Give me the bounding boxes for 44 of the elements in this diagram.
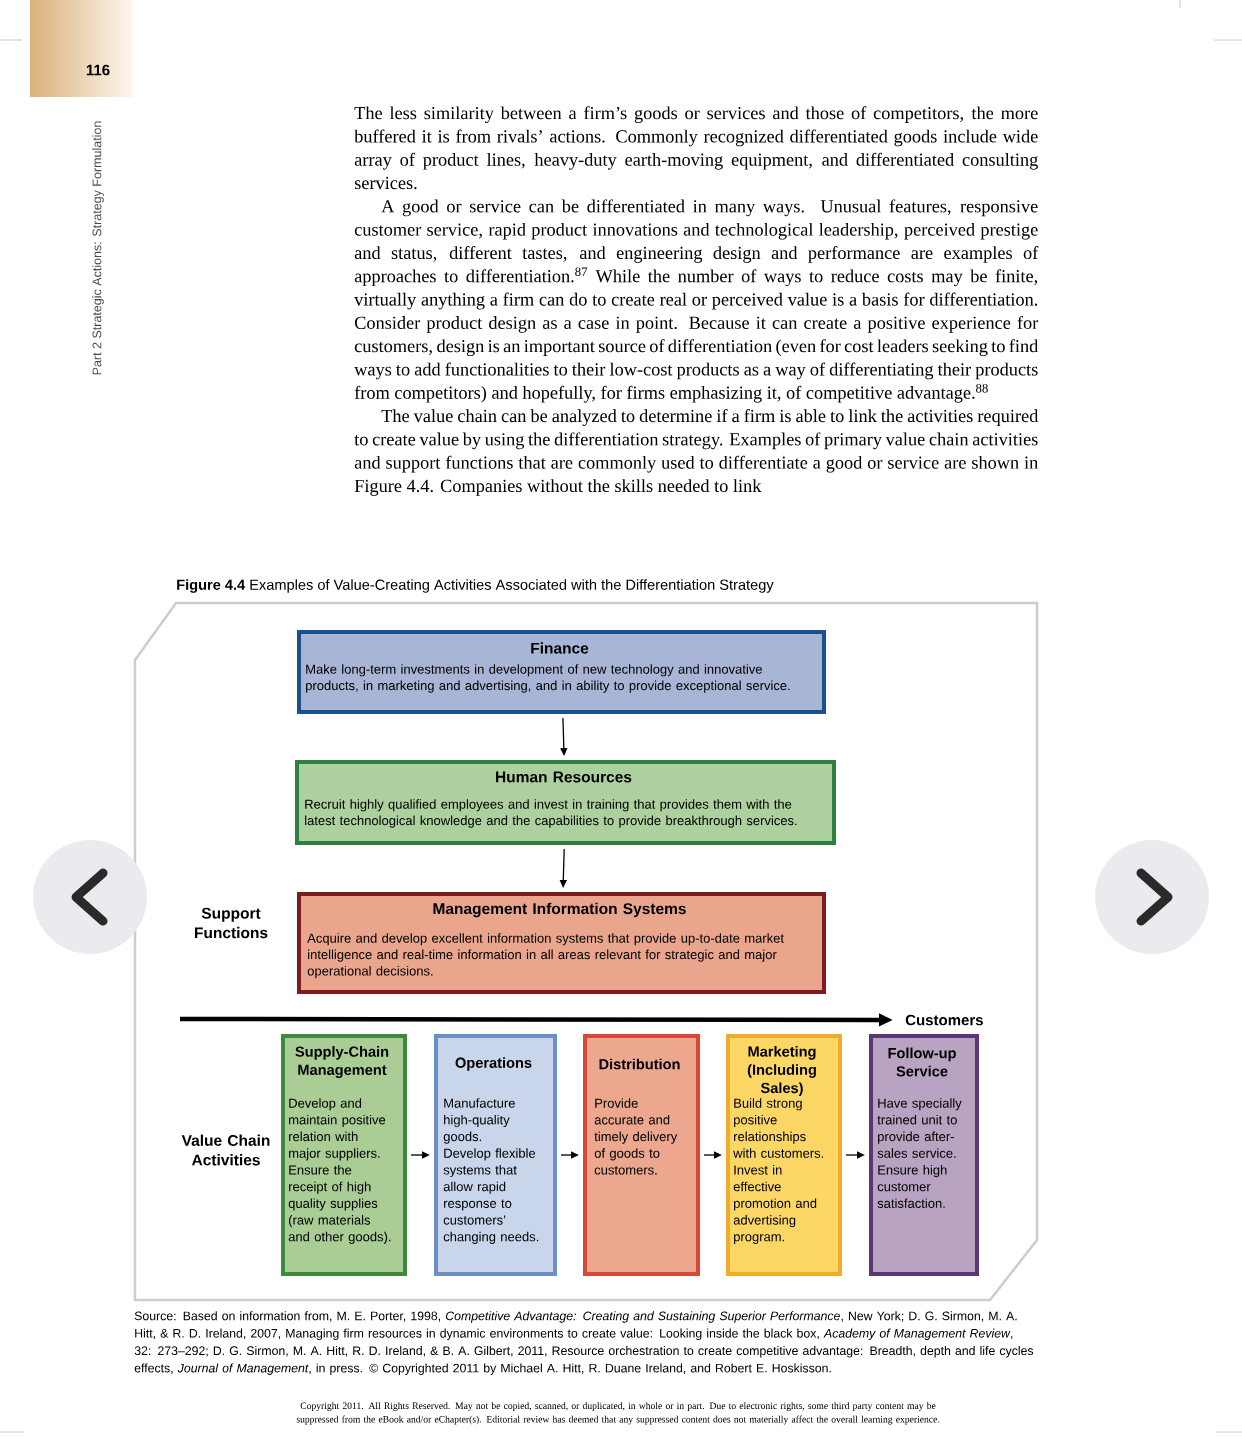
box-text: Recruit highly qualified employees and invest in training that provides them with the latest technological knowledge and the capabilities to provide breakthrough services.: [305, 799, 797, 828]
activity-box: [281, 1034, 407, 1276]
function-box: [297, 630, 826, 714]
function-box: [297, 892, 826, 994]
box-text: Ensure the receipt of high quality supplies (raw materials and other goods).: [288, 1165, 391, 1244]
box-heading: Supply-Chain Management: [295, 1046, 389, 1078]
page-number: 116: [86, 64, 110, 76]
group-label: Support Functions: [195, 907, 268, 939]
end-label: Customers: [905, 1014, 983, 1026]
arrow: [410, 1151, 430, 1159]
box-text: Make long-term investments in development of new technology and innovative products, in marketing and advertising, and in ability to provide exceptional service.: [306, 664, 790, 693]
running-head: Part 2 Strategic Actions: Strategy Formulation: [92, 121, 104, 375]
box-text: Provide accurate and timely delivery of goods to customers.: [594, 1098, 678, 1175]
box-heading: Finance: [531, 642, 589, 654]
box-text: Manufacture high-quality goods.: [443, 1098, 515, 1144]
body-paragraph: The less similarity between a firm’s goods or services and those of competitors, the more buffered it is from rivals’ actions. Commonly recognized differentiated goods include wide array of product lines, heavy-duty earth-moving equipment, and differentiated consulting services.: [354, 106, 1038, 190]
copyright-notice: Copyright 2011. All Rights Reserved. May not be copied, scanned, or duplicated, in whole or in part. Due to electronic rights, some third party content may be suppressed from the eBook and/or eChapter(s). Editorial review has deemed that any suppressed content does not materially affect the overall learning experience.: [296, 1402, 940, 1425]
box-text: Acquire and develop excellent information systems that provide up-to-date market intelligence and real-time information in all areas relevant for strategic and major operational decisions.: [307, 933, 784, 979]
box-text: Build strong positive relationships with customers.: [733, 1098, 824, 1158]
arrow: [559, 848, 567, 888]
box-heading: Marketing (Including Sales): [747, 1046, 816, 1096]
arrow: [560, 1151, 579, 1159]
activity-box: [869, 1034, 979, 1276]
box-text: Develop flexible systems that allow rapid response to customers’ changing needs.: [443, 1148, 539, 1244]
figure-title: Figure 4.4 Examples of Value-Creating Activities Associated with the Differentiation Strategy: [177, 579, 774, 593]
activity-box: [434, 1034, 557, 1276]
arrow: [703, 1151, 722, 1159]
box-heading: Follow-up Service: [888, 1047, 956, 1077]
box-heading: Operations: [455, 1057, 532, 1071]
box-text: Have specially trained unit to provide after-sales service.: [877, 1098, 962, 1158]
arrow: [845, 1151, 865, 1159]
body-paragraph: The value chain can be analyzed to determine if a firm is able to link the activities required to create value by using the differentiation strategy. Examples of primary value chain activities and support functions that are commonly used to differentiate a good or service are shown in Figure 4.4. Companies without the skills needed to link: [354, 409, 1039, 496]
activity-box: [583, 1034, 700, 1276]
box-text: Invest in effective promotion and advertising program.: [733, 1165, 817, 1244]
activity-box: [726, 1034, 842, 1276]
box-heading: Management Information Systems: [433, 902, 686, 918]
body-paragraph: A good or service can be differentiated in many ways. Unusual features, responsive customer service, rapid product innovations and technological leadership, perceived prestige and status, different tastes, and engineering design and performance are examples of approaches to differentiation.$^{87}$ While the number of ways to reduce costs may be finite, virtually anything a firm can do to create real or perceived value is a basis for differentiation. Consider product design as a case in point. Because it can create a positive experience for customers, design is an important source of differentiation (even for cost leaders seeking to find ways to add functionalities to their low-cost products as a way of differentiating their products from competitors) and hopefully, for firms emphasizing it, of competitive advantage.$^{88}$: [354, 199, 1039, 403]
function-box: [295, 760, 836, 845]
arrow: [560, 717, 568, 756]
box-text: Ensure high customer satisfaction.: [877, 1165, 947, 1208]
source-note: Source: Based on information from, M. E. Porter, 1998, Competitive Advantage: Creating and Sustaining Superior Performance, New York; D. G. Sirmon, M. A. Hitt, & R. D. Ireland, 2007, Managing firm resources in dynamic environments to create value: Looking inside the black box, Academy of Management Review, 32: 273–292; D. G. Sirmon, M. A. Hitt, R. D. Ireland, & B. A. Gilbert, 2011, Resource orchestration to create competitive advantage: Breadth, depth and life cycles effects, Journal of Management, in press. © Copyrighted 2011 by Michael A. Hitt, R. Duane Ireland, and Robert E. Hoskisson.: [134, 1311, 1034, 1375]
box-text: Develop and maintain positive relation with major suppliers.: [289, 1098, 386, 1161]
box-heading: Distribution: [599, 1058, 680, 1070]
box-heading: Human Resources: [496, 771, 632, 783]
